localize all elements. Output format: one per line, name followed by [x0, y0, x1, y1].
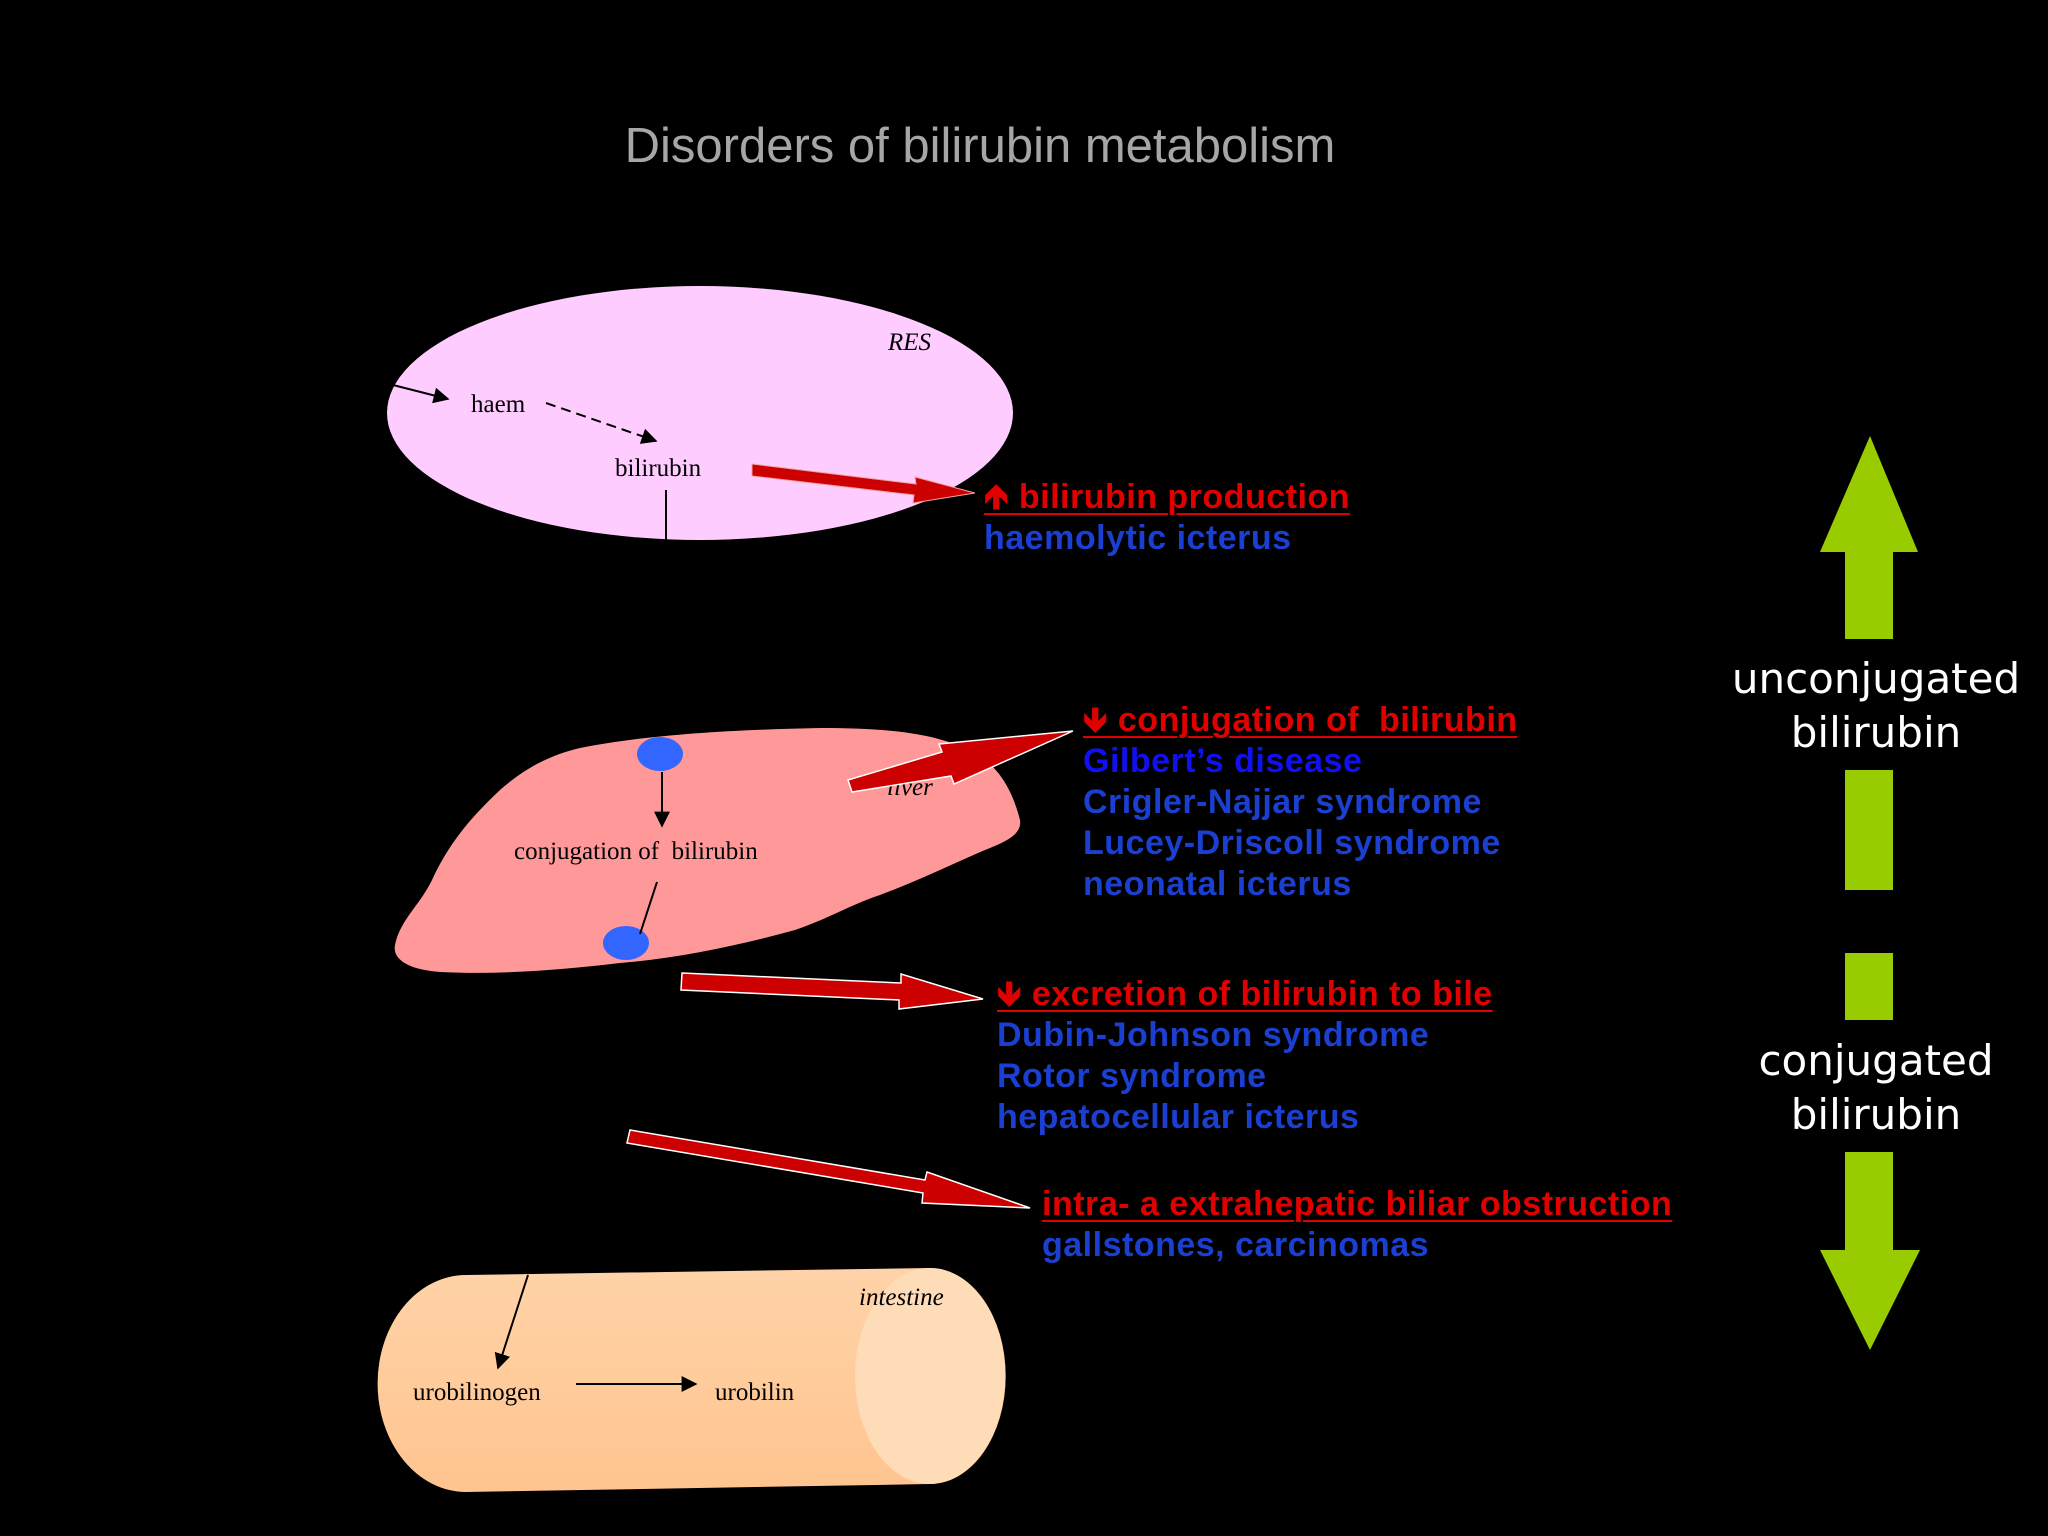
conjugated-line-2: bilirubin: [1790, 1090, 1962, 1139]
conjugated-line-1: conjugated: [1758, 1036, 1994, 1085]
unconjugated-line-2: bilirubin: [1790, 708, 1962, 757]
intestine-entry-arrow: [494, 1274, 529, 1370]
excretion-item-2: Rotor syndrome: [997, 1057, 1267, 1095]
intestine-label: intestine: [859, 1284, 944, 1311]
up-arrow-icon: 🡹: [984, 478, 1009, 516]
res-bilirubin-label: bilirubin: [615, 455, 702, 482]
obstruction-arrow: [626, 1129, 1031, 1209]
excretion-item-3: hepatocellular icterus: [997, 1098, 1360, 1136]
down-arrow-icon: 🡻: [1083, 701, 1108, 739]
conjugation-item-2: Crigler-Najjar syndrome: [1083, 783, 1482, 821]
green-bar-2: [1845, 953, 1893, 1020]
conjugation-item-1: Gilbert’s disease: [1083, 742, 1363, 780]
excretion-heading: 🡻 excretion of bilirubin to bile: [997, 975, 1493, 1013]
disorder-obstruction: intra- a extrahepatic biliar obstruction…: [1042, 1184, 1672, 1266]
conjugation-heading: 🡻 conjugation of bilirubin: [1083, 701, 1518, 739]
disorder-conjugation: 🡻 conjugation of bilirubin Gilbert’s dis…: [1083, 700, 1518, 905]
liver-spot-bottom: [603, 926, 649, 960]
production-item: haemolytic icterus: [984, 519, 1292, 557]
liver-spot-top: [637, 737, 683, 771]
conjugation-item-3: Lucey-Driscoll syndrome: [1083, 824, 1501, 862]
excretion-arrow: [680, 972, 984, 1010]
urobilin-label: urobilin: [715, 1379, 795, 1406]
slide-title: Disorders of bilirubin metabolism: [624, 119, 1336, 173]
conjugated-label: conjugated bilirubin: [1716, 1034, 2036, 1142]
haem-label: haem: [471, 391, 526, 418]
down-arrow-icon: 🡻: [997, 975, 1022, 1013]
urobilinogen-label: urobilinogen: [413, 1379, 541, 1406]
res-label: RES: [887, 329, 932, 356]
incoming-haem-arrow: [392, 384, 450, 404]
unconjugated-label: unconjugated bilirubin: [1716, 652, 2036, 760]
production-arrow: [751, 463, 976, 504]
intestine-end: [855, 1268, 1005, 1484]
conjugation-label: conjugation of bilirubin: [514, 838, 758, 865]
unconjugated-line-1: unconjugated: [1731, 654, 2021, 703]
conjugated-down-arrow: [1820, 1152, 1920, 1350]
production-heading: 🡹 bilirubin production: [984, 478, 1350, 516]
obstruction-item: gallstones, carcinomas: [1042, 1226, 1430, 1264]
obstruction-heading: intra- a extrahepatic biliar obstruction: [1042, 1185, 1673, 1223]
disorder-production: 🡹 bilirubin production haemolytic icteru…: [984, 477, 1350, 559]
unconjugated-up-arrow: [1820, 436, 1918, 639]
excretion-item-1: Dubin-Johnson syndrome: [997, 1016, 1430, 1054]
green-bar-1: [1845, 770, 1893, 890]
secretion-line: [639, 881, 658, 935]
haem-to-bilirubin-arrow: [545, 402, 658, 444]
conjugation-item-4: neonatal icterus: [1083, 865, 1352, 903]
conjugation-arrow: [847, 730, 1074, 793]
disorder-excretion: 🡻 excretion of bilirubin to bile Dubin-J…: [997, 974, 1493, 1138]
